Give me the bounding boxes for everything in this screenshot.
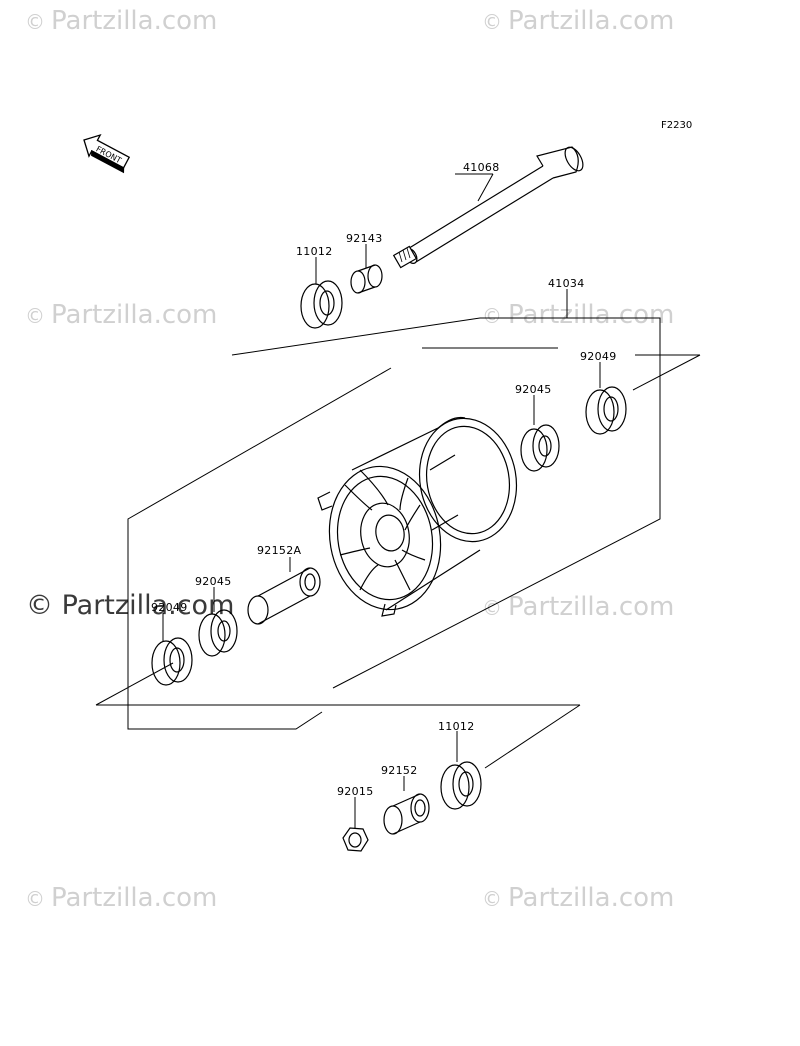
collar-92143	[350, 264, 383, 294]
part-label-92049-right[interactable]: 92049	[580, 350, 617, 363]
part-label-41068[interactable]: 41068	[463, 161, 500, 174]
part-label-92143[interactable]: 92143	[346, 232, 383, 245]
axle-41068	[392, 146, 584, 269]
watermark: ©Partzilla.com	[482, 300, 675, 330]
bearing-92045-right	[520, 424, 560, 472]
part-label-92045-left[interactable]: 92045	[195, 575, 232, 588]
part-label-11012-top[interactable]: 11012	[296, 245, 333, 258]
nut-92015	[342, 827, 369, 852]
leader-lines	[162, 173, 601, 828]
part-label-41034[interactable]: 41034	[548, 277, 585, 290]
figure-code: F2230	[661, 120, 693, 131]
front-arrow-icon: FRONT	[83, 133, 131, 174]
seal-92049-right	[585, 386, 627, 435]
seal-11012-top	[300, 280, 343, 329]
hub-41034	[317, 416, 518, 617]
watermark: ©Partzilla.com	[25, 6, 218, 36]
spacer-92152a	[247, 567, 321, 625]
collar-92152	[383, 793, 430, 835]
seal-11012-bottom	[440, 761, 482, 810]
watermark: ©Partzilla.com	[25, 300, 218, 330]
part-label-92045-right[interactable]: 92045	[515, 383, 552, 396]
part-label-92152a[interactable]: 92152A	[257, 544, 302, 557]
watermark: ©Partzilla.com	[482, 6, 675, 36]
watermark: ©Partzilla.com	[482, 592, 675, 622]
watermark-dark: © Partzilla.com	[26, 590, 235, 621]
part-label-11012-bottom[interactable]: 11012	[438, 720, 475, 733]
watermark: ©Partzilla.com	[482, 883, 675, 913]
watermark: ©Partzilla.com	[25, 883, 218, 913]
part-label-92049-left[interactable]: 92049	[151, 601, 188, 614]
bearing-92045-left	[198, 609, 238, 657]
seal-92049-left	[151, 637, 193, 686]
hub-outline-lines	[95, 317, 701, 769]
part-label-92015[interactable]: 92015	[337, 785, 374, 798]
part-label-92152[interactable]: 92152	[381, 764, 418, 777]
